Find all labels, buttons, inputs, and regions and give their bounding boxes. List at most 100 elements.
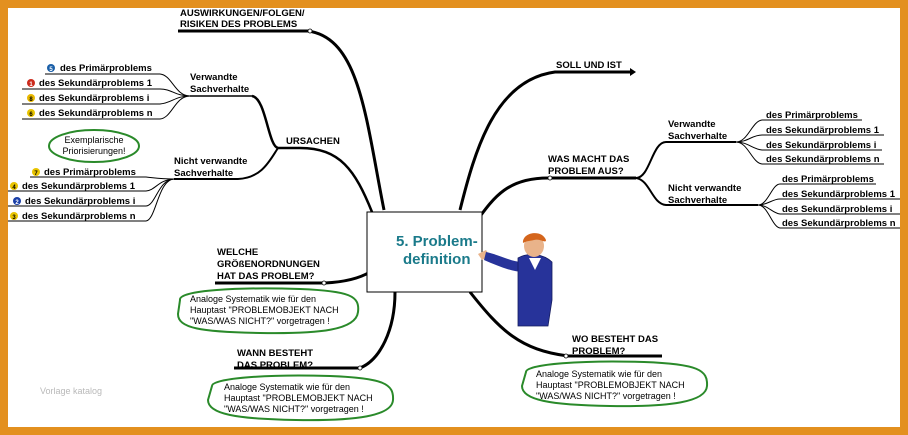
analog-note-groessen: Analoge Systematik wie für den Hauptast … <box>176 287 360 335</box>
leaf-right-verwandte-2: des Sekundärproblems i <box>766 140 876 151</box>
leaf-left-verwandte-3: des Sekundärproblems n <box>39 108 153 119</box>
label-soll-ist: SOLL UND IST <box>556 60 622 71</box>
leaf-left-verwandte-0: des Primärproblems <box>60 63 152 74</box>
node-dot <box>321 280 327 286</box>
left-verwandte-group: Verwandte Sachverhalte 5 des Primärprobl… <box>22 63 252 120</box>
node-dot <box>357 365 363 371</box>
sub-line <box>635 141 736 179</box>
node-dot <box>547 175 553 181</box>
priority-badge-number: 7 <box>34 171 38 177</box>
note-line: Analoge Systematik wie für den <box>224 382 350 392</box>
leaf-right-verwandte-0: des Primärproblems <box>766 110 858 121</box>
label-right-verwandte-1: Verwandte <box>668 119 716 130</box>
presenter-arm <box>484 252 524 272</box>
leaf-right-nicht-0: des Primärproblems <box>782 174 874 185</box>
label-was-macht-2: PROBLEM AUS? <box>548 166 624 177</box>
note-line: "WAS/WAS NICHT?" vorgetragen ! <box>190 316 330 326</box>
leaf-line <box>757 204 900 229</box>
priority-badge <box>13 197 21 205</box>
mindmap-canvas: AUSWIRKUNGEN/FOLGEN/ RISIKEN DES PROBLEM… <box>8 8 900 427</box>
leaf-left-nicht-1: des Sekundärproblems 1 <box>22 181 136 192</box>
leaf-right-verwandte-1: des Sekundärproblems 1 <box>766 125 880 136</box>
branch-line-soll-ist <box>458 70 632 211</box>
priority-badge <box>32 168 40 176</box>
priority-badge-number: 5 <box>49 67 53 73</box>
label-wo-2: PROBLEM? <box>572 346 626 357</box>
priority-badge <box>10 212 18 220</box>
label-wann-1: WANN BESTEHT <box>237 348 313 359</box>
watermark-text: Vorlage katalog <box>40 386 102 396</box>
note-line: "WAS/WAS NICHT?" vorgetragen ! <box>224 404 364 414</box>
soll-ist-arrow <box>630 68 636 76</box>
presenter-body <box>517 254 553 327</box>
label-left-nicht-1: Nicht verwandte <box>174 156 247 167</box>
branch-line-auswirkungen <box>178 29 386 211</box>
mindmap-diagram: AUSWIRKUNGEN/FOLGEN/ RISIKEN DES PROBLEM… <box>8 8 900 422</box>
note-line: Hauptast "PROBLEMOBJEKT NACH <box>536 380 685 390</box>
center-title-line1: 5. Problem- <box>396 233 478 250</box>
presenter-hair <box>522 233 546 243</box>
sub-line <box>635 177 758 206</box>
priority-badge-number: 3 <box>12 215 16 221</box>
analog-note-wo: Analoge Systematik wie für den Hauptast … <box>520 360 709 408</box>
center-title-line2: definition <box>403 251 471 268</box>
leaf-line <box>757 198 900 206</box>
right-nicht-verwandte-group: Nicht verwandte Sachverhalte des Primärp… <box>635 174 900 229</box>
branch-line-wo <box>468 291 662 358</box>
priority-badge-number: 8 <box>29 97 33 103</box>
presenter-collar <box>529 258 541 270</box>
center-topic-box <box>366 211 483 293</box>
note-line: Hauptast "PROBLEMOBJEKT NACH <box>190 305 339 315</box>
leaf-line <box>30 176 175 180</box>
leaf-right-nicht-3: des Sekundärproblems n <box>782 218 896 229</box>
branch-line-ursachen <box>251 94 374 213</box>
note-outline-priorisierung <box>48 129 140 163</box>
node-dot <box>563 353 569 359</box>
leaf-line <box>8 178 175 222</box>
label-left-verwandte-2: Sachverhalte <box>190 84 249 95</box>
analog-note-wann: Analoge Systematik wie für den Hauptast … <box>206 374 395 422</box>
leaf-left-nicht-0: des Primärproblems <box>44 167 136 178</box>
label-wann-2: DAS PROBLEM? <box>237 360 313 371</box>
label-left-nicht-2: Sachverhalte <box>174 168 233 179</box>
leaf-line <box>757 183 876 206</box>
main-branches <box>178 28 662 371</box>
label-right-nicht-2: Sachverhalte <box>668 195 727 206</box>
leaf-right-nicht-2: des Sekundärproblems i <box>782 204 892 215</box>
leaf-line <box>735 141 884 165</box>
leaf-line <box>735 134 884 143</box>
leaf-left-nicht-3: des Sekundärproblems n <box>22 211 136 222</box>
node-dot <box>307 28 313 34</box>
leaf-left-verwandte-1: des Sekundärproblems 1 <box>39 78 153 89</box>
sub-line <box>174 147 279 180</box>
leaf-right-nicht-1: des Sekundärproblems 1 <box>782 189 896 200</box>
priority-badge-number: 1 <box>29 82 33 88</box>
leaf-right-verwandte-3: des Sekundärproblems n <box>766 154 880 165</box>
note-line: Analoge Systematik wie für den <box>190 294 316 304</box>
label-ursachen: URSACHEN <box>286 136 340 147</box>
priority-badge <box>10 182 18 190</box>
priority-badge-number: 6 <box>29 112 33 118</box>
label-wo-1: WO BESTEHT DAS <box>572 334 658 345</box>
note-line: "WAS/WAS NICHT?" vorgetragen ! <box>536 391 676 401</box>
branch-line-was-macht <box>464 176 636 236</box>
leaf-left-verwandte-2: des Sekundärproblems i <box>39 93 149 104</box>
label-groessen-3: HAT DAS PROBLEM? <box>217 271 315 282</box>
label-was-macht-1: WAS MACHT DAS <box>548 154 629 165</box>
priority-badge <box>27 79 35 87</box>
note-priorisierung-1: Exemplarische <box>64 135 123 145</box>
presenter-figure <box>478 233 553 327</box>
priority-badge-number: 4 <box>12 185 16 191</box>
label-right-nicht-1: Nicht verwandte <box>668 183 741 194</box>
left-nicht-verwandte-group: Nicht verwandte Sachverhalte 7 des Primä… <box>8 147 279 222</box>
label-groessen-2: GRÖßENORDNUNGEN <box>217 259 320 270</box>
note-line: Hauptast "PROBLEMOBJEKT NACH <box>224 393 373 403</box>
priority-badge <box>47 64 55 72</box>
leaf-line <box>22 88 191 97</box>
priority-badge-number: 2 <box>15 200 19 206</box>
label-groessen-1: WELCHE <box>217 247 258 258</box>
label-right-verwandte-2: Sachverhalte <box>668 131 727 142</box>
note-priorisierung-2: Priorisierungen! <box>62 146 125 156</box>
leaf-line <box>22 95 191 120</box>
label-auswirkungen-1: AUSWIRKUNGEN/FOLGEN/ <box>180 8 305 19</box>
